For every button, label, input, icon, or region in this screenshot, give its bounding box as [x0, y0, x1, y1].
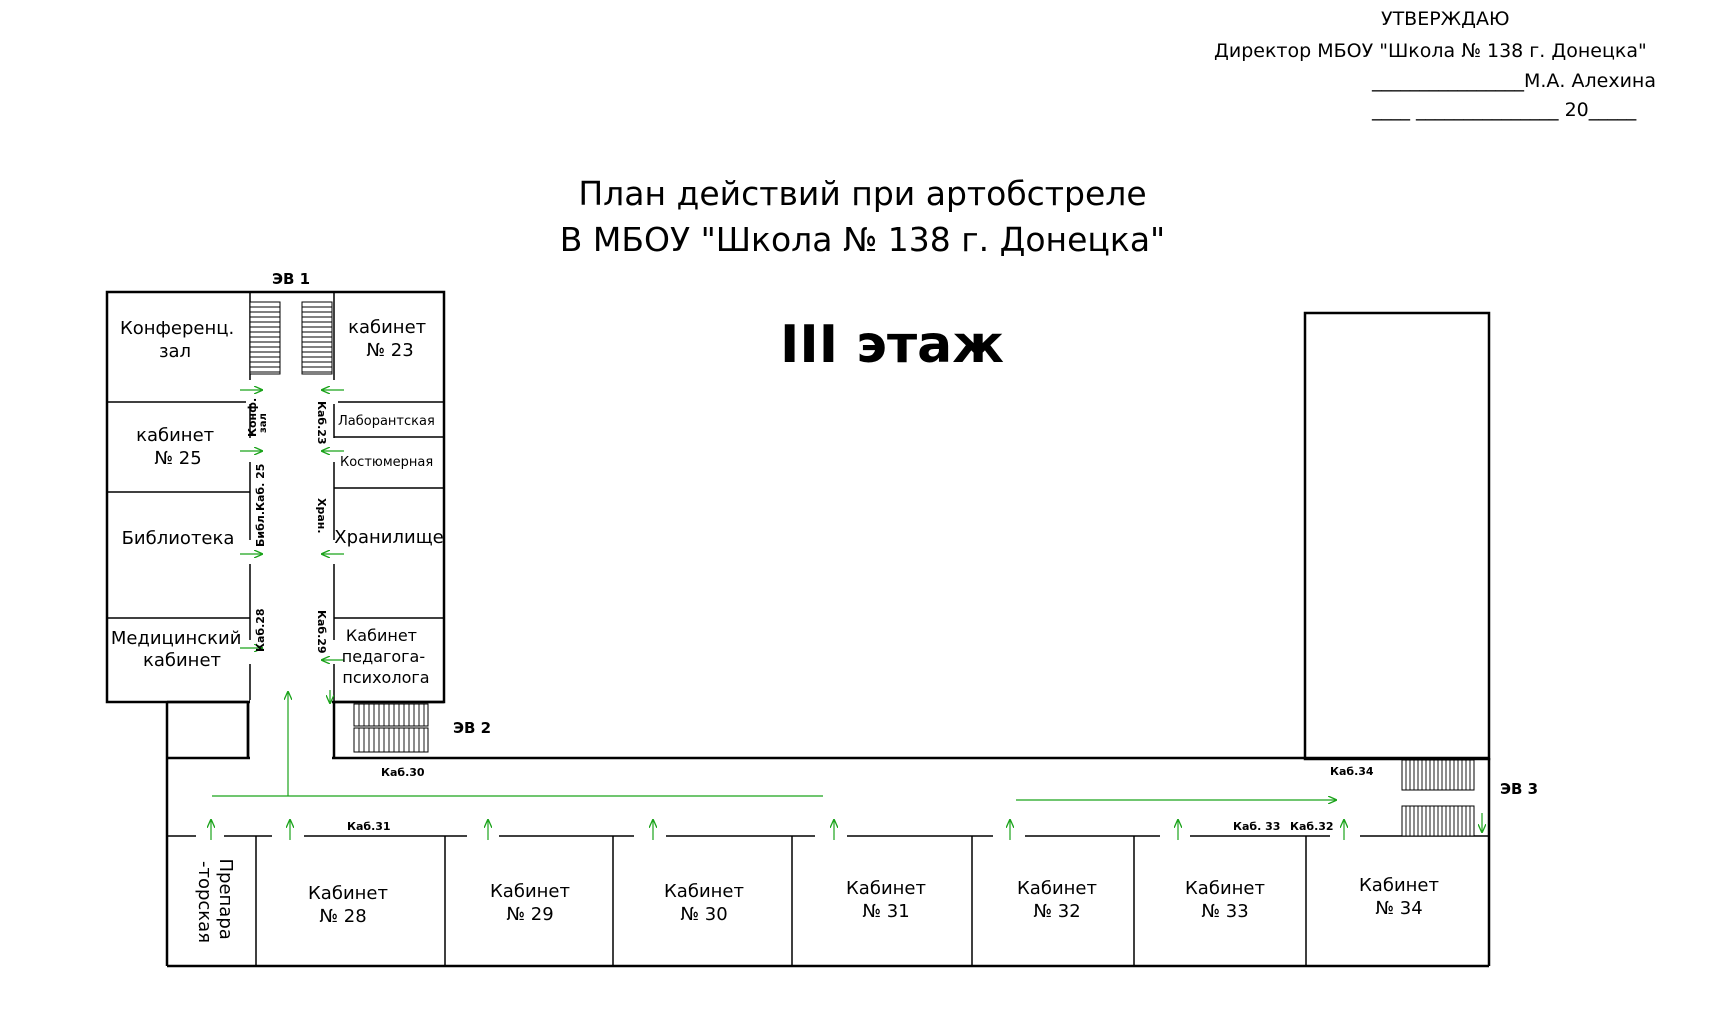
exit-ev3-label: ЭВ 3: [1500, 780, 1538, 798]
bridge-stubs: [167, 700, 444, 758]
door-label-konf-zal: Конф. зал: [246, 394, 269, 437]
stairs-ev1-left: [249, 301, 281, 375]
exit-ev2-label: ЭВ 2: [453, 719, 491, 737]
door-label-kab33: Каб. 33: [1233, 820, 1280, 833]
inner-walls: [107, 292, 1489, 966]
room-lab: Лаборантская: [338, 414, 435, 429]
approval-signature: ________________М.А. Алехина: [1372, 70, 1656, 92]
door-label-kab30: Каб.30: [381, 766, 425, 779]
door-label-kab23: Каб.23: [315, 401, 328, 445]
room-psych: Кабинет педагога- психолога: [342, 626, 430, 687]
floor-label: III этаж: [780, 315, 1004, 375]
room-library: Библиотека: [122, 528, 235, 549]
door-label-kab28: Каб.28: [254, 608, 267, 652]
room-storage: Хранилище: [334, 527, 444, 548]
room-conf-hall: Конференц. зал: [120, 318, 240, 362]
stairs-ev1-right: [301, 301, 333, 375]
plan-title-line2: В МБОУ "Школа № 138 г. Донецка": [559, 220, 1166, 259]
walls: [105, 290, 1491, 968]
room-costume: Костюмерная: [340, 455, 433, 470]
door-label-kab34: Каб.34: [1330, 765, 1374, 778]
stair-treads: [250, 306, 1471, 836]
door-label-bibl-kab25: Библ.Каб. 25: [254, 464, 267, 547]
door-label-kab32: Каб.32: [1290, 820, 1334, 833]
room-cab23: кабинет № 23: [348, 317, 432, 361]
stairs-ev2: [353, 703, 429, 753]
plan-title-line1: План действий при артобстреле: [578, 174, 1147, 213]
room-prep: Препара -торская: [194, 858, 236, 945]
door-label-kab29: Каб.29: [315, 610, 328, 654]
door-gaps: [196, 380, 1360, 840]
exit-ev1-label: ЭВ 1: [272, 270, 310, 288]
evacuation-arrows: [211, 390, 1482, 840]
approval-approve: УТВЕРЖДАЮ: [1381, 8, 1510, 30]
right-tower-outline: [1303, 311, 1491, 761]
door-label-hran: Хран.: [315, 498, 328, 534]
room-medical: Медицинский кабинет: [111, 628, 247, 671]
door-label-kab31: Каб.31: [347, 820, 391, 833]
approval-director: Директор МБОУ "Школа № 138 г. Донецка": [1214, 40, 1647, 62]
room-cab25: кабинет № 25: [136, 425, 220, 469]
approval-date: ____ _______________ 20_____: [1372, 99, 1637, 121]
